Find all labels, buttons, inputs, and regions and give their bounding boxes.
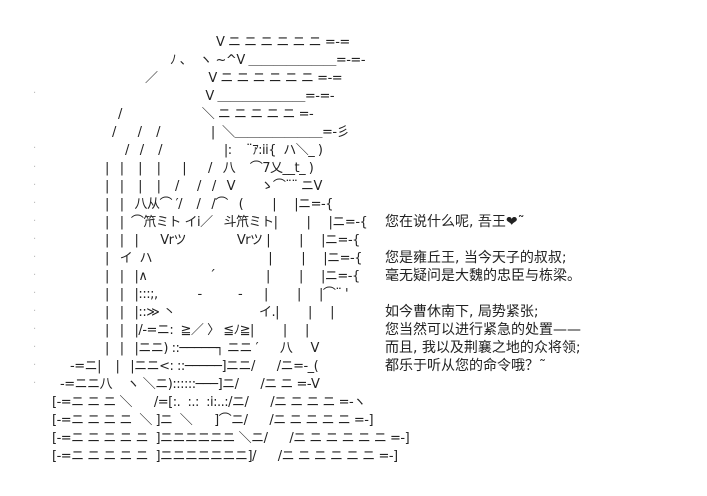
art-row: [-=ニ ニ ニ ニ ＼ ]ニ ＼ ]⌒ニ/ /ニ ニ ニ ニ ニ =-]	[52, 413, 374, 428]
art-row: | | |ニニ) ::─────┐ ニニ ′ 八 V	[105, 341, 319, 356]
art-row: -=ニ| | |ニニ<: ::─────]ニニ/ /ニ=-_(	[70, 359, 326, 374]
art-row: / ＼ ニ ニ ニ ニ ニ =-	[118, 107, 314, 122]
margin-dot: .	[33, 375, 37, 386]
margin-dot: .	[33, 195, 37, 206]
margin-dot: .	[33, 249, 37, 260]
art-row: ／ V ニ ニ ニ ニ ニ ニ =-=	[145, 71, 343, 86]
art-row: | | | Vrツ Vrツ | | |ニ=-{	[105, 233, 360, 248]
dialogue-line: 毫无疑问是大魏的忠臣与栋梁。	[385, 268, 581, 284]
margin-dot: .	[33, 339, 37, 350]
margin-dot: .	[33, 267, 37, 278]
dialogue-line: 都乐于听从您的命令哦？˜	[385, 358, 546, 374]
dialogue-line: 您当然可以进行紧急的处置——	[385, 322, 581, 338]
margin-dot: .	[33, 213, 37, 224]
art-row: | イ ハ | | |ニ=-{	[105, 251, 363, 266]
art-row: | | |::≫ 丶 イ.| | |	[105, 305, 334, 320]
art-row: | | |∧ ´ | | |ニ=-{	[105, 269, 360, 284]
margin-dot: .	[33, 177, 37, 188]
margin-dot: .	[33, 357, 37, 368]
art-row: | | |/‐=ニ: ≧／ 〉 ≦ﾉ≧| | |	[105, 323, 309, 338]
art-row: -=ニニ八 ヽ ＼ニ)::::::───]ニ/ /ニ ニ =-V	[60, 377, 320, 392]
art-row: [-=ニ ニ ニ ニ ニ ]ニニニニニニニ]/ /ニ ニ ニ ニ ニ ニ =-]	[52, 449, 398, 464]
margin-dot: .	[33, 303, 37, 314]
margin-dot: .	[33, 85, 37, 96]
art-row: / / / | ＼＿＿＿＿＿＿＿=-彡	[112, 125, 350, 140]
art-row: | | |:::;, ‐ ‐ | | |⌒¨ '	[105, 287, 349, 302]
art-row: | | ⌒笊ミト イi／ 斗笊ミト| | |ニ=-{	[105, 215, 368, 230]
art-row: [-=ニ ニ ニ ニ ニ ]ニニニニニニ ＼ニ/ /ニ ニ ニ ニ ニ ニ =-…	[52, 431, 410, 446]
art-row: [-=ニ ニ ニ ＼ /=[:. :.: :i:..:/ニ/ /ニ ニ ニ ニ …	[52, 395, 366, 410]
margin-dot: .	[33, 159, 37, 170]
art-row: V ニ ニ ニ ニ ニ ニ =-=	[216, 35, 350, 50]
art-row: | | 八从⌒ ′/ / /⌒ ( | |ニ=-{	[105, 197, 334, 212]
dialogue-line: 如今曹休南下, 局势紧张;	[385, 304, 539, 320]
art-row: / / / |: ¨ｱ:ii{ ハ＼_ )	[125, 143, 323, 158]
dialogue-line: 而且, 我以及荆襄之地的众将领;	[385, 340, 581, 356]
dialogue-line: 您是雍丘王, 当今天子的叔叔;	[385, 250, 567, 266]
margin-dot: .	[33, 140, 37, 151]
art-row: | | | | | / 八 ⌒7乂__t_ )	[105, 161, 314, 176]
art-row: | | | | / / / V ゝ⌒¨¨ ニV	[105, 179, 322, 194]
margin-dot: .	[33, 321, 37, 332]
art-row: V ＿＿＿＿＿＿＿=-=-	[140, 89, 335, 104]
margin-dot: .	[33, 231, 37, 242]
art-row: ﾉ 、 ヽ ~^V ＿＿＿＿＿＿＿=-=-	[170, 53, 366, 68]
dialogue-line: 您在说什么呢, 吾王❤˜	[385, 214, 525, 230]
margin-dot: .	[33, 285, 37, 296]
